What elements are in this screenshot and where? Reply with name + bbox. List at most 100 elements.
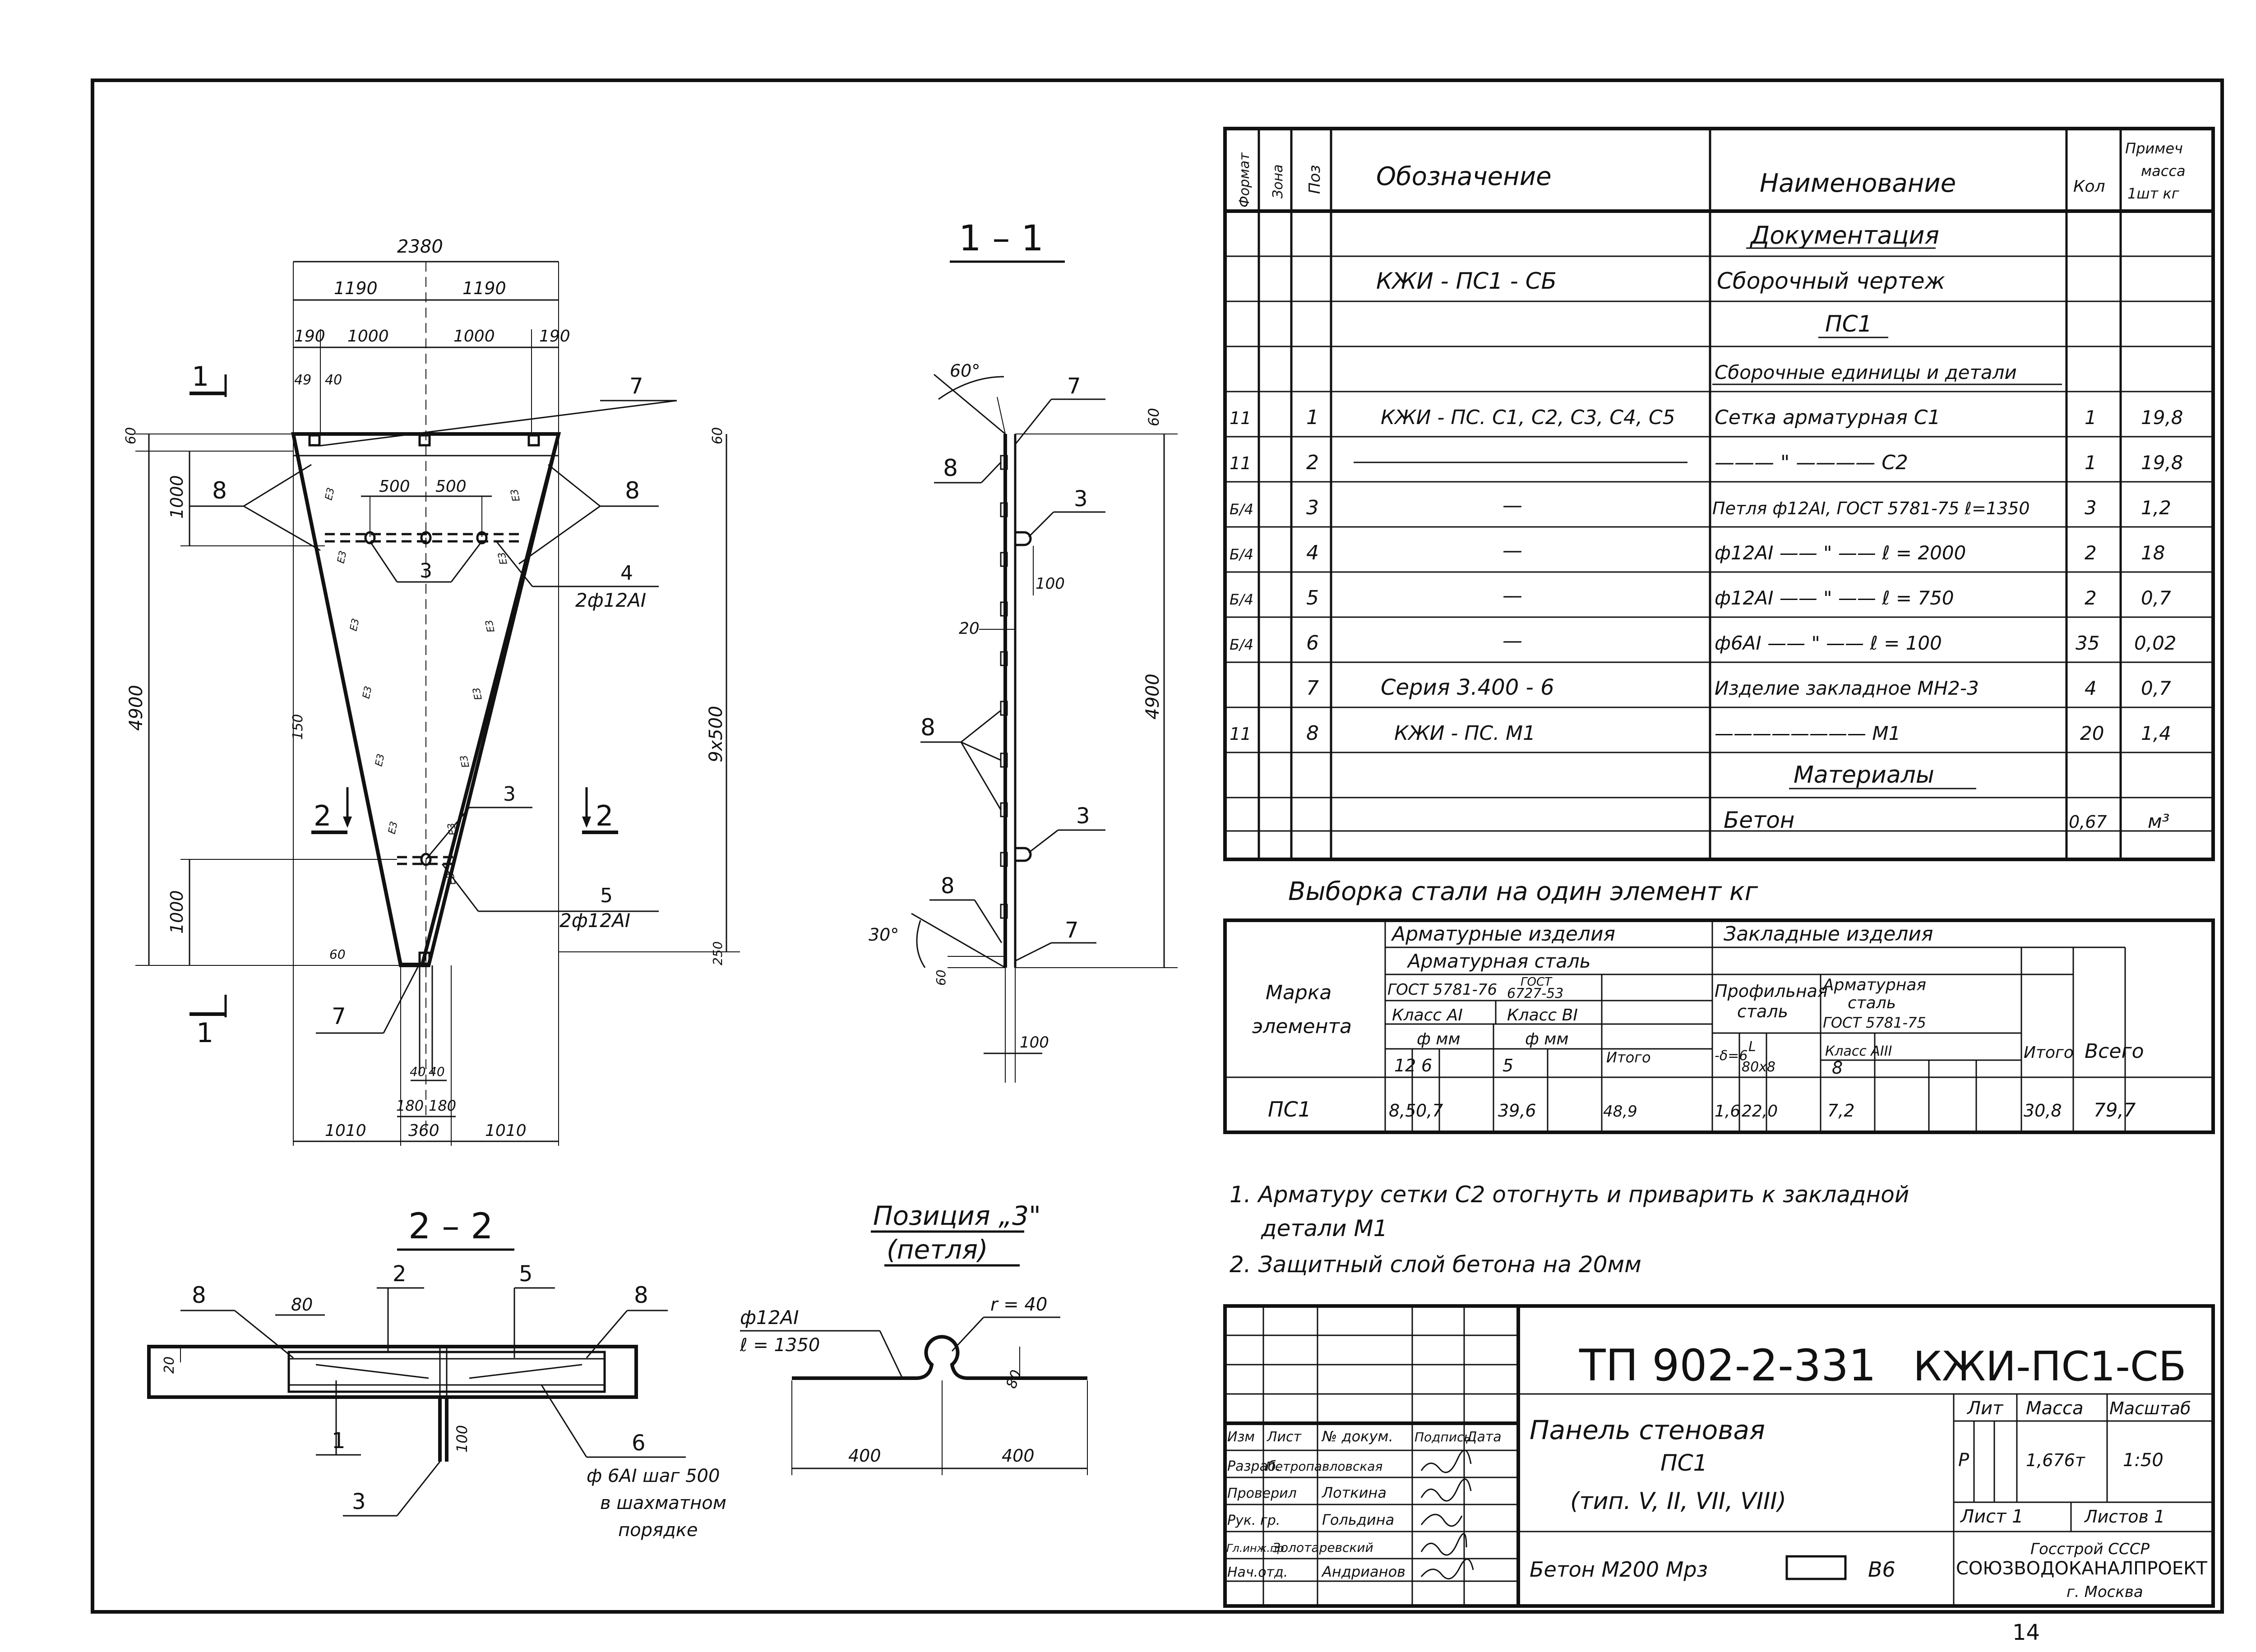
signature-icon [1420, 1449, 1472, 1473]
side-pos-3-bottom: 3 [1076, 803, 1090, 829]
loop-len-left: 400 [848, 1446, 881, 1466]
pos-7-top: 7 [629, 374, 643, 399]
sheet-frame [91, 78, 2224, 1614]
steel-rebar-products: Арматурные изделия [1391, 923, 1615, 946]
hdr-note-1: Примеч [2125, 140, 2183, 157]
steel-col-6: 6 [1421, 1056, 1432, 1075]
dim-9x500: 9x500 [706, 706, 726, 762]
leader-line [548, 464, 601, 507]
doc-code-left: ТП 902-2-331 [1579, 1340, 1876, 1391]
signature-icon [1420, 1533, 1467, 1556]
hdr-note-3: 1шт кг [2127, 185, 2179, 202]
leader-line [961, 710, 1001, 743]
dim-1010a: 1010 [325, 1121, 366, 1140]
side-dim-20: 20 [959, 619, 980, 638]
dim-500a: 500 [379, 477, 410, 496]
steel-rebar-steel: Арматурная сталь [1406, 950, 1591, 972]
steel-v8: 7,2 [1827, 1101, 1854, 1121]
dim-1000-bottom: 1000 [167, 890, 187, 934]
sec-pos-8-right: 8 [634, 1282, 648, 1308]
svg-text:Е3: Е3 [484, 618, 497, 633]
angle-60: 60° [950, 361, 980, 381]
steel-vsheet: 1,6 [1715, 1102, 1740, 1121]
sec-pos-5: 5 [519, 1261, 533, 1287]
tb-scale: Масштаб [2109, 1398, 2191, 1418]
loop-icon [1015, 847, 1032, 862]
svg-text:Е3: Е3 [496, 551, 510, 565]
steel-vangle: 22,0 [1742, 1102, 1778, 1121]
svg-text:1: 1 [2085, 452, 2097, 474]
pos-7-bottom: 7 [332, 1003, 346, 1029]
svg-text:2: 2 [2085, 542, 2097, 564]
tb-col-sign: Подпись [1415, 1430, 1471, 1444]
steel-rebar2-2: сталь [1848, 994, 1896, 1012]
steel-gost-6727-1: ГОСТ [1521, 975, 1553, 989]
title-block: ТП 902-2-331 КЖИ-ПС1-СБ Изм Лист № докум… [1223, 1304, 2215, 1608]
section-cut-2-left: 2 [314, 799, 331, 832]
steel-gost-6727-2: 6727-53 [1507, 986, 1563, 1001]
steel-embedded: Закладные изделия [1724, 923, 1933, 946]
svg-text:Изделие закладное МН2-3: Изделие закладное МН2-3 [1715, 677, 1979, 699]
row-assembly-units: Сборочные единицы и детали [1715, 361, 2017, 383]
arrow-head-icon [343, 817, 352, 828]
tb-name-2: Лоткина [1322, 1484, 1387, 1501]
row-ps1: ПС1 [1825, 311, 1872, 337]
svg-text:Е3: Е3 [471, 686, 485, 701]
sec-pos-6: 6 [632, 1431, 646, 1456]
svg-text:19,8: 19,8 [2141, 406, 2183, 429]
page-number: 14 [2012, 1620, 2040, 1645]
leader-line [441, 863, 479, 912]
leader-line [960, 742, 1002, 810]
steel-col-12: 12 [1394, 1056, 1416, 1075]
loop-radius: r = 40 [990, 1294, 1047, 1315]
hdr-note-2: масса [2141, 162, 2186, 180]
sec-dim-20: 20 [162, 1357, 177, 1374]
svg-text:0,02: 0,02 [2134, 632, 2177, 654]
tb-name-5: Андрианов [1321, 1563, 1405, 1580]
hdr-qty: Кол [2073, 177, 2105, 196]
steel-table: Выборка стали на один элемент кг [1223, 877, 2215, 1134]
section-cut-1-top: 1 [192, 361, 209, 392]
leader-line [369, 541, 398, 582]
dim-half-left: 1190 [334, 278, 378, 298]
svg-text:11: 11 [1230, 408, 1251, 428]
steel-grand-total: Всего [2085, 1040, 2144, 1063]
pos-3-lower: 3 [503, 783, 516, 806]
section-2-2: 2 – 2 8 80 2 5 8 20 1 100 6 [147, 1206, 726, 1541]
loop-detail: Позиция „3" (петля) 400 400 ф12АI ℓ = 13… [740, 1200, 1088, 1475]
section-1-1-title: 1 – 1 [959, 218, 1044, 259]
svg-text:0,7: 0,7 [2141, 587, 2171, 609]
dim-1000-top: 1000 [167, 475, 187, 519]
steel-vtotal2: 30,8 [2024, 1101, 2062, 1121]
section-cut-2-right: 2 [596, 799, 613, 832]
leader-line [450, 541, 483, 582]
dim-60-bottom: 60 [329, 947, 346, 962]
steel-rebar2-1: Арматурная [1822, 976, 1926, 994]
loop-icon [420, 531, 432, 545]
svg-text:—: — [1502, 539, 1522, 562]
pos-4-spec: 2ф12АI [575, 589, 646, 611]
svg-text:Е3: Е3 [361, 685, 374, 700]
svg-text:6: 6 [1306, 632, 1319, 655]
tb-role-5: Нач.отд. [1227, 1564, 1288, 1580]
row-materials: Материалы [1794, 761, 1934, 789]
signature-icon [1420, 1478, 1472, 1502]
dim-40b: 40 [429, 1064, 445, 1079]
pos-4: 4 [620, 562, 633, 585]
panel-edge [291, 432, 561, 967]
svg-text:3: 3 [1306, 496, 1319, 519]
svg-text:КЖИ - ПС. С1, С2, С3, С4, С5: КЖИ - ПС. С1, С2, С3, С4, С5 [1381, 406, 1675, 429]
dim-small-49: 49 [294, 372, 311, 388]
steel-col-5: 5 [1502, 1056, 1513, 1075]
side-dim-100-top: 100 [1036, 575, 1065, 593]
tb-col-list: Лист [1267, 1429, 1302, 1445]
spec-table-frame [1223, 127, 2215, 861]
steel-total-2: Итого [2024, 1043, 2074, 1062]
steel-profile-2: сталь [1737, 1001, 1788, 1021]
tb-role-2: Проверил [1227, 1486, 1297, 1501]
svg-text:Е3: Е3 [509, 488, 522, 502]
svg-text:Е3: Е3 [335, 550, 349, 564]
side-dim-60-bottom: 60 [934, 969, 948, 986]
tb-name-1: Петропавловская [1266, 1459, 1382, 1474]
svg-text:Е3: Е3 [445, 871, 458, 886]
